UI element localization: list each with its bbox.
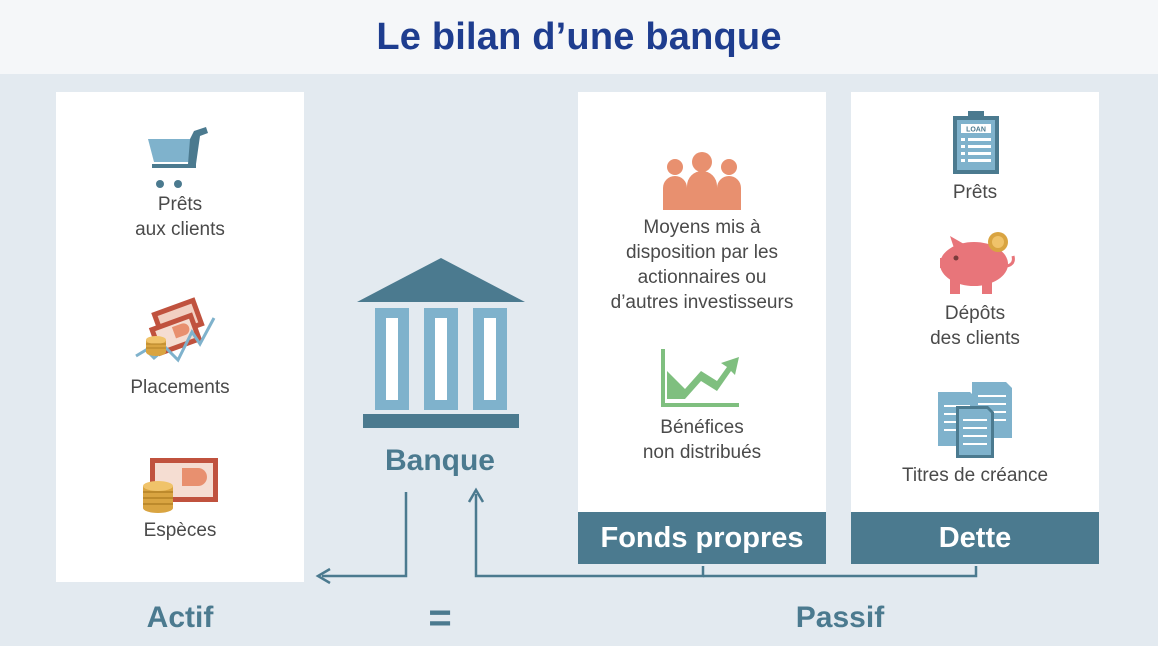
actif-item-label: Placements <box>130 377 230 398</box>
actif-item-label: Prêts aux clients <box>135 194 225 240</box>
loan-text: LOAN <box>966 127 986 134</box>
dette-item-label: Prêts <box>952 182 998 203</box>
rising-chart-icon <box>661 349 739 407</box>
loan-clipboard-icon: LOAN <box>953 111 999 174</box>
actif-item-label: Espèces <box>143 520 217 541</box>
cash-coins-icon <box>143 458 218 513</box>
passif-label: Passif <box>795 601 885 634</box>
dette-item-label: Dépôts des clients <box>930 303 1020 349</box>
shopping-cart-icon <box>148 127 208 188</box>
bank-label: Banque <box>384 444 495 477</box>
fonds-propres-item-label: Bénéfices non distribués <box>642 417 762 463</box>
people-group-icon <box>663 152 741 210</box>
arrow-to-bank <box>474 494 705 578</box>
page-title: Le bilan d’une banque <box>376 15 782 58</box>
dette-item-label: Titres de créance <box>901 465 1049 486</box>
investments-icon <box>135 297 216 363</box>
equals-sign: = <box>428 596 452 640</box>
arrow-to-actif <box>322 492 408 578</box>
fonds-propres-item-label: Moyens mis à disposition par les actionn… <box>610 217 794 313</box>
actif-label: Actif <box>146 601 214 634</box>
documents-icon <box>938 382 1012 458</box>
piggy-bank-icon <box>940 232 1015 294</box>
header: Le bilan d’une banque <box>0 0 1158 74</box>
fonds-propres-footer: Fonds propres <box>578 512 826 564</box>
dette-footer: Dette <box>851 512 1099 564</box>
bank-building-icon <box>357 258 525 428</box>
